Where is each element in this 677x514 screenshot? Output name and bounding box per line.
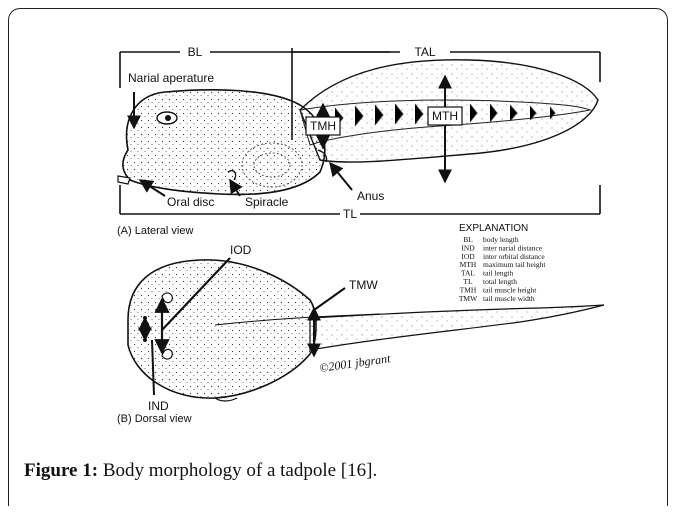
explanation-title: EXPLANATION bbox=[459, 223, 528, 234]
tmh-label: TMH bbox=[310, 119, 336, 133]
tal-label: TAL bbox=[414, 45, 435, 59]
tadpole-diagram: BL TAL TL Narial aperature TMH MTH Oral … bbox=[0, 0, 677, 460]
iod-label: IOD bbox=[230, 243, 252, 257]
ind-label: IND bbox=[148, 399, 169, 413]
bl-label: BL bbox=[188, 45, 203, 59]
spiracle-label: Spiracle bbox=[245, 195, 289, 209]
legend-desc: tail muscle width bbox=[483, 294, 535, 303]
oral-disc-label: Oral disc bbox=[167, 195, 214, 209]
caption-text: Body morphology of a tadpole [16]. bbox=[98, 460, 377, 481]
caption-label: Figure 1: bbox=[24, 460, 98, 481]
lateral-view-label: (A) Lateral view bbox=[117, 225, 193, 237]
anus-pointer bbox=[330, 163, 352, 190]
tadpole-body-dorsal bbox=[128, 260, 316, 398]
dorsal-view: IOD TMW IND (B) Dorsal view ©2001 jbgran… bbox=[117, 243, 604, 425]
figure-caption: Figure 1: Body morphology of a tadpole [… bbox=[24, 460, 377, 482]
tmw-pointer bbox=[314, 288, 345, 310]
tmw-label: TMW bbox=[349, 278, 378, 292]
signature: ©2001 jbgrant bbox=[318, 351, 391, 375]
anus-label: Anus bbox=[357, 189, 384, 203]
tl-label: TL bbox=[343, 207, 357, 221]
mth-label: MTH bbox=[432, 109, 458, 123]
lateral-view: BL TAL TL Narial aperature TMH MTH Oral … bbox=[117, 45, 600, 237]
tail-dorsal bbox=[310, 305, 604, 350]
narial-label: Narial aperature bbox=[128, 71, 214, 85]
legend-abbr: TMW bbox=[459, 294, 478, 303]
tadpole-body-lateral bbox=[123, 90, 325, 195]
dorsal-view-label: (B) Dorsal view bbox=[117, 413, 192, 425]
